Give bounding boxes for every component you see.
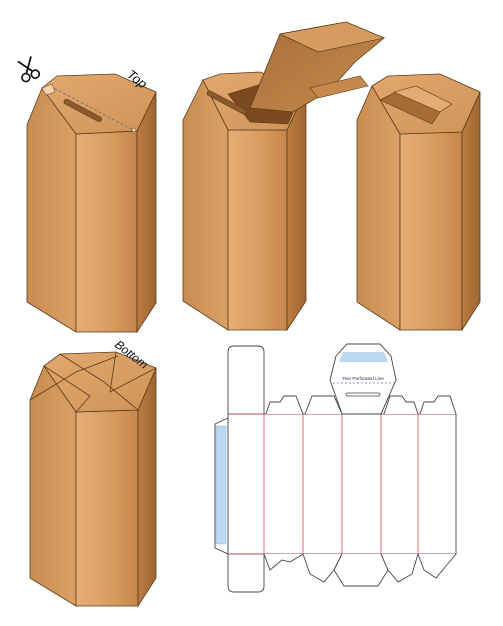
bottom-fold-lines [29, 355, 119, 401]
bottom-lock-flap [333, 553, 389, 587]
box-bottom-view [29, 351, 157, 608]
box-left-face [182, 79, 229, 331]
top-dust-flap [304, 395, 343, 415]
top-dust-flap [265, 395, 304, 415]
box-opening-top [182, 21, 386, 332]
dieline: Tear Perforated Line [214, 343, 457, 593]
bottom-tuck-tab [227, 554, 265, 593]
tear-line-label: Tear Perforated Line [342, 376, 384, 381]
box-closed-top [26, 73, 157, 334]
box-flap-side [278, 21, 386, 53]
hex-lid-slot [345, 392, 381, 397]
bottom-fold-lines [43, 365, 91, 413]
box-slot [63, 98, 102, 122]
box-closed-tuck [356, 73, 481, 332]
box-front-face [399, 131, 463, 331]
box-right-face [461, 91, 481, 332]
top-dust-flap [383, 395, 419, 415]
bottom-fold-lines [109, 351, 157, 393]
bottom-lock-flap [417, 553, 457, 579]
hex-lid-tint [339, 352, 388, 362]
scissors-icon [17, 56, 41, 83]
box-right-face [286, 89, 307, 332]
tear-line-dashed [49, 85, 136, 132]
bottom-fold-lines [59, 353, 139, 411]
box-flap-tongue [309, 75, 369, 99]
box-front-face [227, 129, 288, 331]
top-dust-flap [419, 395, 457, 415]
box-tucked-flap [393, 85, 453, 113]
box-front-face [75, 409, 139, 607]
box-front-face [75, 130, 138, 333]
box-slot [206, 90, 247, 115]
box-top-face [41, 73, 157, 135]
bottom-lock-flap [380, 553, 419, 583]
box-right-face [136, 91, 157, 334]
top-tuck-tab [227, 345, 265, 414]
glue-area [215, 425, 227, 545]
tear-notch [131, 127, 137, 133]
tear-tab [41, 83, 56, 96]
bottom-lock-flap [263, 553, 304, 571]
